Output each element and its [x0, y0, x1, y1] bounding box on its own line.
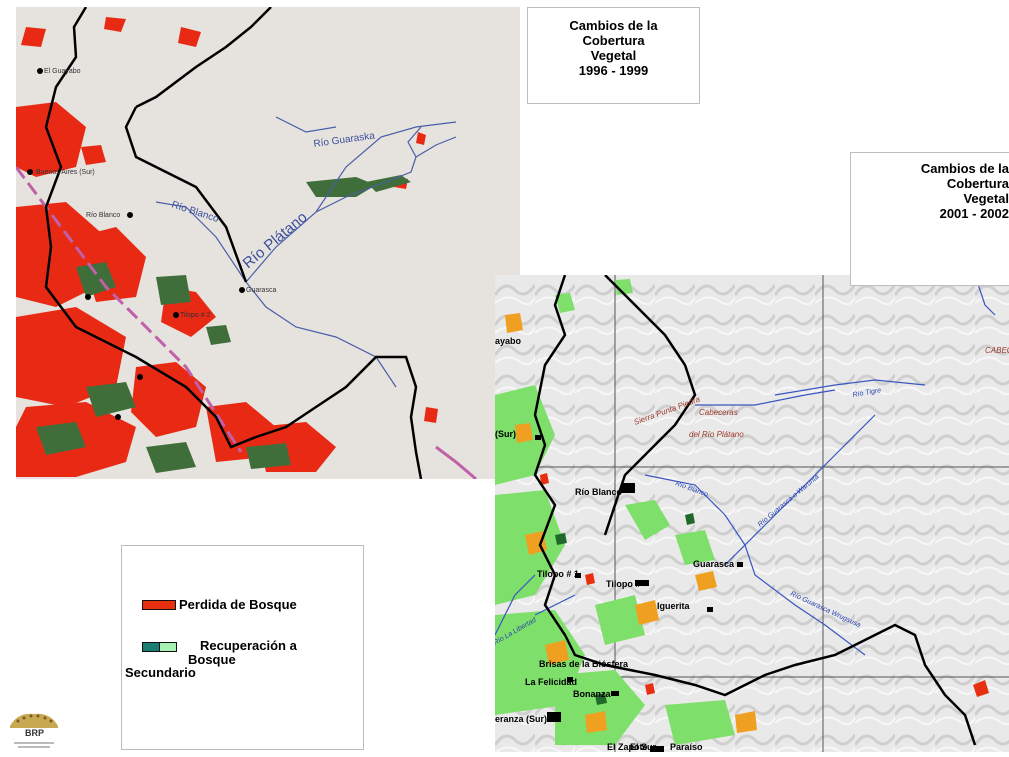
label-guarasca: Guarasca — [246, 287, 276, 294]
label-iguerita: Iguerita — [657, 601, 691, 611]
legend-loss-swatch — [142, 599, 176, 610]
label-el-zapote: El Zapote — [607, 742, 648, 752]
label-bonanza: Bonanza — [573, 689, 611, 699]
label-rio-blanco-town: Río Blanco — [575, 487, 623, 497]
rivers — [155, 116, 457, 388]
label-sur: (Sur) — [495, 429, 516, 439]
title-box-1996: Cambios de la Cobertura Vegetal 1996 - 1… — [527, 7, 700, 104]
forest-loss-patches — [16, 17, 438, 477]
legend-recovery-line-3: Secundario — [125, 665, 196, 680]
label-rio-platano: Río Plátano — [240, 209, 311, 272]
title-1996-line-2: Cobertura — [582, 33, 645, 48]
title-box-2001: Cambios de la Cobertura Vegetal 2001 - 2… — [850, 152, 1009, 286]
map-1996-1999: El Guayabo Buenos Aires (Sur) Río Blanco… — [16, 7, 520, 479]
title-1996-line-1: Cambios de la — [569, 18, 658, 33]
legend-recovery-line-1: Recuperación a — [200, 638, 297, 653]
label-cabeceras-platano-2: del Río Plátano — [689, 430, 744, 439]
map-2001-canvas: ayabo (Sur) Río Blanco Guarasca Tilopo #… — [495, 275, 1009, 752]
title-2001-line-1: Cambios de la — [920, 161, 1009, 176]
label-guayabo: ayabo — [495, 336, 522, 346]
title-1996-line-4: 1996 - 1999 — [578, 63, 649, 78]
map-1996-canvas: El Guayabo Buenos Aires (Sur) Río Blanco… — [16, 7, 477, 479]
boundary-line — [44, 7, 423, 479]
label-rio-blanco-town: Río Blanco — [86, 212, 120, 219]
legend-loss: Perdida de Bosque — [142, 597, 297, 612]
label-cabeceras-platano-1: Cabeceras — [699, 408, 738, 417]
map-2001-2002: ayabo (Sur) Río Blanco Guarasca Tilopo #… — [495, 275, 1009, 752]
label-tilopo-1: Tilopo # 1 — [537, 569, 579, 579]
label-tilopo-2: Tilopo # — [606, 579, 640, 589]
legend: Perdida de Bosque Recuperación a Bosque … — [121, 545, 364, 750]
label-cabeceras: CABEC — [985, 346, 1009, 355]
legend-recovery-line-2: Bosque — [188, 652, 236, 667]
brp-logo-icon — [10, 713, 58, 748]
label-buenos-aires: Buenos Aires (Sur) — [36, 169, 95, 176]
boundary-line-2001 — [533, 275, 977, 746]
label-rio-tigre: Río Tigre — [852, 387, 882, 399]
label-rio-guaraska: Río Guaraska — [313, 130, 376, 150]
label-esperanza: eranza (Sur) — [495, 714, 547, 724]
label-rio-blanco: Río Blanco — [170, 199, 220, 225]
regrowth-patches — [36, 175, 411, 473]
legend-loss-label: Perdida de Bosque — [179, 597, 297, 612]
legend-recovery-swatch — [142, 642, 177, 652]
label-el-guayabo: El Guayabo — [44, 68, 81, 75]
title-2001-line-2: Cobertura — [946, 176, 1009, 191]
label-guarasca-town: Guarasca — [693, 559, 735, 569]
label-tilopo: Tilopo # 2 — [180, 312, 211, 319]
title-2001-line-3: Vegetal — [963, 191, 1009, 206]
label-brisas: Brisas de la Biósfera — [539, 659, 629, 669]
title-1996-line-3: Vegetal — [590, 48, 637, 63]
brp-logo-text: BRP — [25, 728, 45, 738]
label-el-sur: El Sur — [630, 742, 657, 752]
title-2001-line-4: 2001 - 2002 — [939, 206, 1009, 221]
label-la-felicidad: La Felicidad — [525, 677, 577, 687]
recovery-patches — [495, 279, 735, 745]
label-paraiso: Paraíso — [670, 742, 703, 752]
rivers-2001 — [495, 275, 996, 656]
brp-logo: BRP — [4, 712, 64, 752]
